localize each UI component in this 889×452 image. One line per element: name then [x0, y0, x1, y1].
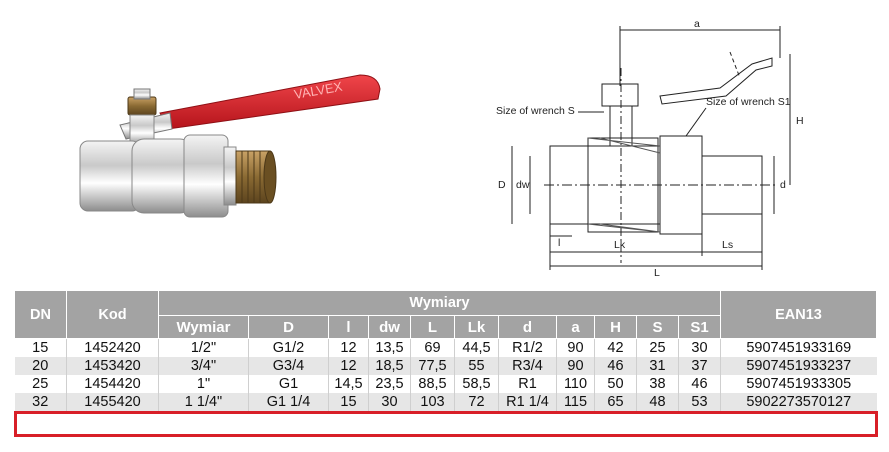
table-cell: 90	[556, 357, 595, 375]
table-cell: 1454420	[66, 375, 159, 393]
table-cell: 15	[32, 340, 49, 356]
table-cell: G3/4	[248, 357, 329, 375]
threaded-end	[235, 150, 277, 204]
table-cell: 44,5	[454, 338, 499, 357]
highlighted-row-outline	[14, 411, 878, 437]
table-cell: R3/4	[498, 357, 557, 375]
header-sub-5: Lk	[454, 315, 499, 339]
wrench-s1-label: Size of wrench S1	[706, 96, 791, 108]
table-cell: 25	[32, 376, 49, 392]
table-cell: 1/2"	[158, 338, 249, 357]
table-cell: 1452420	[66, 338, 159, 357]
table-cell: 5907451933169	[720, 338, 877, 357]
table-cell: R1/2	[498, 338, 557, 357]
table-cell: 31	[636, 357, 679, 375]
table-cell: 25	[636, 338, 679, 357]
table-cell: 12	[328, 338, 369, 357]
table-cell: 32	[14, 393, 67, 411]
table-cell: 3/4"	[158, 357, 249, 375]
header-sub-1: D	[248, 315, 329, 339]
header-dn: DN	[14, 290, 67, 339]
header-sub-2: l	[328, 315, 369, 339]
table-cell: 37	[678, 357, 721, 375]
table-cell: 12	[328, 357, 369, 375]
table-cell: 1"	[158, 375, 249, 393]
table-cell: 115	[556, 393, 595, 411]
table-cell: 20	[14, 357, 67, 375]
dim-l: l	[558, 237, 560, 249]
wrench-s-label: Size of wrench S	[496, 105, 575, 117]
header-ean13: EAN13	[720, 290, 877, 339]
table-cell: 1 1/4"	[158, 393, 249, 411]
table-cell: 50	[594, 375, 637, 393]
header-kod: Kod	[66, 290, 159, 339]
table-cell: 5907451933237	[720, 357, 877, 375]
product-photo: VALVEX	[79, 74, 381, 218]
table-cell: 5902273570127	[720, 393, 877, 411]
table-cell: 15	[328, 393, 369, 411]
table-cell: G1 1/4	[248, 393, 329, 411]
table-cell: 30	[368, 393, 411, 411]
table-cell: G1/2	[248, 338, 329, 357]
dim-H: H	[796, 115, 804, 127]
table-cell: 18,5	[368, 357, 411, 375]
table-cell: 69	[410, 338, 455, 357]
table-cell: 23,5	[368, 375, 411, 393]
header-sub-0: Wymiar	[158, 315, 249, 339]
table-cell: 13,5	[368, 338, 411, 357]
table-cell: 42	[594, 338, 637, 357]
table-cell: 46	[678, 375, 721, 393]
header-sub-10: S1	[678, 315, 721, 339]
table-cell: 72	[454, 393, 499, 411]
table-cell: 55	[454, 357, 499, 375]
dim-D: D	[498, 179, 506, 191]
valve-handle: VALVEX	[119, 74, 381, 140]
table-cell: 58,5	[454, 375, 499, 393]
dim-Ls: Ls	[722, 239, 733, 251]
header-sub-6: d	[498, 315, 557, 339]
table-cell: 1453420	[66, 357, 159, 375]
table-cell: G1	[248, 375, 329, 393]
header-sub-7: a	[556, 315, 595, 339]
dim-a: a	[694, 18, 700, 30]
table-cell: R1	[498, 375, 557, 393]
table-cell: R1 1/4	[498, 393, 557, 411]
technical-drawing: Size of wrench S Size of wrench S1 a H D…	[496, 18, 804, 278]
header-sub-3: dw	[368, 315, 411, 339]
table-cell: 103	[410, 393, 455, 411]
table-cell: 48	[636, 393, 679, 411]
valve-stem-nut	[127, 88, 157, 146]
header-sub-8: H	[594, 315, 637, 339]
table-cell: 14,5	[328, 375, 369, 393]
dim-L: L	[654, 267, 660, 278]
table-cell: 30	[678, 338, 721, 357]
table-cell: 65	[594, 393, 637, 411]
dim-dw: dw	[516, 179, 530, 191]
table-cell: 90	[556, 338, 595, 357]
dim-Lk: Lk	[614, 239, 626, 251]
table-cell: 77,5	[410, 357, 455, 375]
header-wymiary: Wymiary	[158, 290, 721, 316]
header-sub-4: L	[410, 315, 455, 339]
dim-d: d	[780, 179, 786, 191]
table-cell: 38	[636, 375, 679, 393]
table-cell: 110	[556, 375, 595, 393]
table-cell: 5907451933305	[720, 375, 877, 393]
table-cell: 88,5	[410, 375, 455, 393]
header-sub-9: S	[636, 315, 679, 339]
table-cell: 1455420	[66, 393, 159, 411]
table-cell: 46	[594, 357, 637, 375]
table-cell: 53	[678, 393, 721, 411]
valve-body	[79, 134, 237, 218]
